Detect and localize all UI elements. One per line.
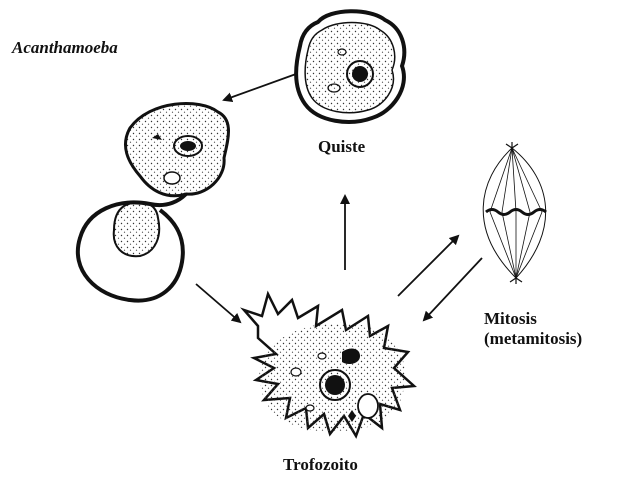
cyst-illustration bbox=[296, 11, 404, 122]
arrow-mitosis-to-trophozoite bbox=[424, 258, 482, 320]
label-mitosis-line1: Mitosis bbox=[484, 309, 582, 329]
label-trofozoito: Trofozoito bbox=[283, 455, 358, 475]
arrow-cyst-to-excystment bbox=[224, 74, 296, 100]
label-quiste: Quiste bbox=[318, 137, 365, 157]
arrow-trophozoite-to-mitosis bbox=[398, 236, 458, 296]
mitosis-spindle-illustration bbox=[483, 142, 546, 284]
diagram-title: Acanthamoeba bbox=[12, 38, 118, 58]
excystment-illustration bbox=[78, 104, 229, 301]
arrow-excystment-to-trophozoite bbox=[196, 284, 240, 322]
label-mitosis-line2: (metamitosis) bbox=[484, 329, 582, 349]
label-mitosis: Mitosis (metamitosis) bbox=[484, 309, 582, 348]
trophozoite-illustration bbox=[244, 294, 414, 436]
